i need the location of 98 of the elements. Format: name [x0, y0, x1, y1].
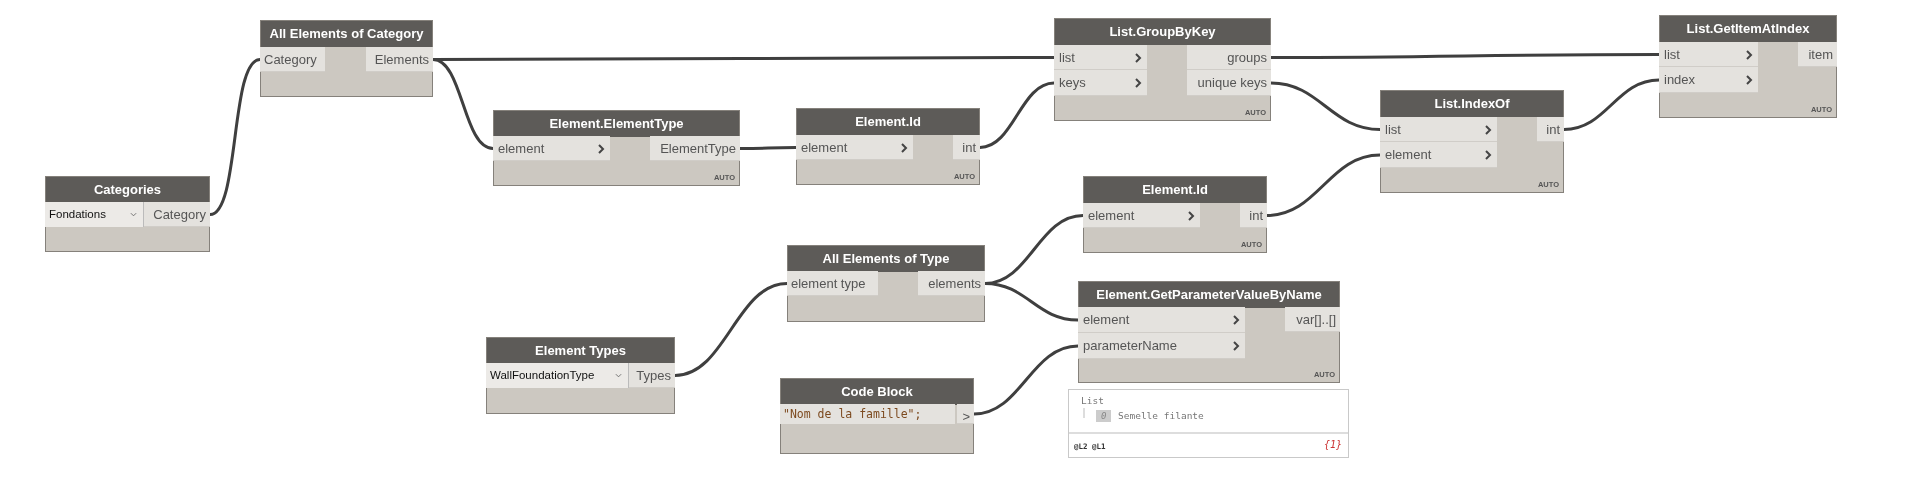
port-label: int — [1546, 121, 1560, 139]
wire-connector — [1271, 53, 1659, 59]
output-port — [144, 202, 210, 227]
wire-connector — [1266, 153, 1381, 217]
node-block — [260, 20, 433, 97]
input-port — [1380, 142, 1497, 168]
port-label: element — [498, 140, 545, 158]
node-title: Element.GetParameterValueByName — [1079, 282, 1339, 308]
node-block — [1078, 281, 1340, 383]
port-label: Category — [153, 206, 206, 224]
port-label: elements — [928, 275, 981, 293]
code-text: "Nom de la famille"; — [783, 406, 922, 423]
node-title: Code Block — [781, 379, 973, 405]
input-port — [493, 136, 610, 161]
output-port — [918, 271, 985, 296]
wire-connector — [979, 81, 1055, 149]
list-label: List — [1081, 395, 1104, 407]
node-title: List.IndexOf — [1381, 91, 1563, 117]
port-label: groups — [1227, 49, 1267, 67]
node-block — [493, 110, 740, 186]
input-port — [1659, 67, 1758, 93]
output-port — [650, 136, 740, 161]
output-port — [1240, 203, 1267, 228]
index-badge: 0 — [1096, 410, 1112, 422]
node-block — [1380, 90, 1564, 193]
dropdown-field — [486, 363, 629, 388]
node-title: Element.Id — [797, 109, 979, 135]
wire-connector — [433, 56, 1054, 61]
wire-connector — [973, 344, 1079, 416]
output-port — [1285, 307, 1340, 332]
port-label: int — [962, 139, 976, 157]
port-label: Types — [636, 367, 671, 385]
dropdown-value: Fondations — [49, 207, 106, 222]
port-label: Category — [264, 51, 317, 69]
port-label: > — [962, 408, 970, 426]
node-block — [796, 108, 980, 185]
port-label: element — [1083, 311, 1130, 329]
input-port — [1083, 203, 1200, 228]
code-field — [780, 404, 955, 424]
wire-connector — [984, 282, 1079, 322]
input-port — [1054, 70, 1147, 96]
node-title: List.GroupByKey — [1055, 19, 1270, 45]
count-label: {1} — [1323, 439, 1342, 451]
port-label: list — [1385, 121, 1401, 139]
input-port — [796, 135, 913, 160]
output-port — [1187, 45, 1271, 70]
port-label: unique keys — [1197, 74, 1267, 92]
output-port — [1798, 42, 1837, 67]
node-title: Categories — [46, 177, 209, 203]
output-port — [957, 404, 974, 424]
output-port — [953, 135, 980, 160]
port-label: list — [1664, 46, 1680, 64]
wire-connector — [1270, 81, 1381, 131]
output-port — [1187, 70, 1271, 96]
input-port — [1054, 45, 1147, 70]
node-block — [1083, 176, 1267, 253]
wire-connector — [674, 282, 788, 377]
port-label: index — [1664, 71, 1696, 89]
preview-panel — [1068, 389, 1349, 458]
wire-connector — [209, 58, 261, 216]
node-title: All Elements of Category — [261, 21, 432, 47]
output-port — [366, 47, 433, 72]
node-title: Element.Id — [1084, 177, 1266, 203]
input-port — [787, 271, 878, 296]
input-port — [260, 47, 325, 72]
node-title: Element Types — [487, 338, 674, 364]
dropdown-field — [45, 202, 144, 227]
node-block — [486, 337, 675, 414]
port-label: list — [1059, 49, 1075, 67]
port-label: int — [1249, 207, 1263, 225]
node-block — [787, 245, 985, 322]
node-block — [45, 176, 210, 252]
node-block — [780, 378, 974, 454]
port-label: ElementType — [660, 140, 736, 158]
node-title: Element.ElementType — [494, 111, 739, 137]
port-label: parameterName — [1083, 337, 1177, 355]
port-label: Elements — [374, 51, 429, 69]
input-port — [1078, 307, 1245, 333]
node-title: All Elements of Type — [788, 246, 984, 272]
node-block — [1659, 15, 1837, 118]
output-port — [1537, 117, 1564, 142]
dropdown-value: WallFoundationType — [490, 368, 595, 383]
port-label: element — [801, 139, 848, 157]
port-label: keys — [1059, 74, 1086, 92]
port-label: element — [1385, 146, 1432, 164]
wire-connector — [1563, 78, 1660, 131]
port-label: item — [1808, 46, 1833, 64]
node-block — [1054, 18, 1271, 121]
input-port — [1380, 117, 1497, 142]
item-value: Semelle filante — [1118, 410, 1204, 422]
port-label: element — [1088, 207, 1135, 225]
wire-connector — [740, 146, 796, 150]
output-port — [629, 363, 675, 388]
port-label: var[]..[] — [1296, 311, 1336, 329]
input-port — [1078, 333, 1245, 359]
port-label: element type — [791, 275, 866, 293]
input-port — [1659, 42, 1758, 67]
node-title: List.GetItemAtIndex — [1660, 16, 1836, 42]
